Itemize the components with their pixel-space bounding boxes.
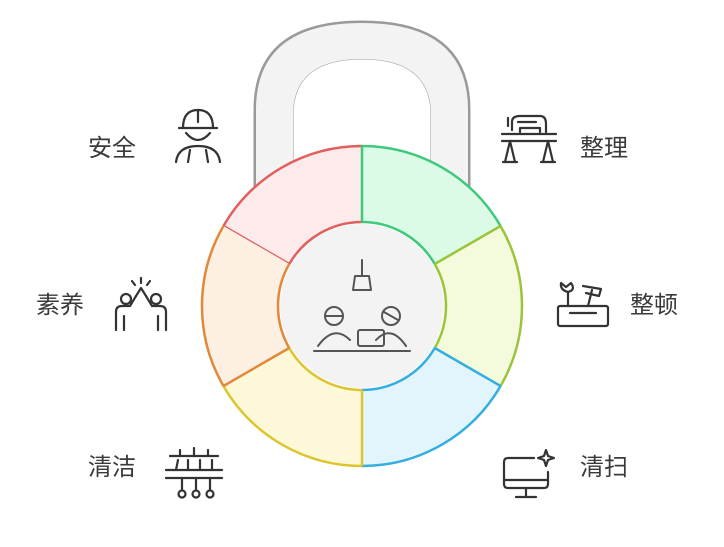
- ring-divider-qingsao: [434, 346, 502, 388]
- ring-inner-arc-suyang: [276, 263, 291, 349]
- ring-divider-suyang: [222, 346, 290, 388]
- label-zhengdun: 整顿: [630, 291, 678, 319]
- label-qingjie: 清洁: [88, 453, 136, 481]
- padlock-ring: [200, 144, 524, 468]
- ring-divider-zhengdun: [434, 224, 502, 266]
- ring-segment-qingjie: [223, 348, 362, 466]
- ring-inner-arc-zhengli: [361, 220, 436, 265]
- padlock-shackle: [253, 20, 471, 205]
- ring-segment-zhengli: [362, 146, 501, 264]
- high-five-icon: [114, 276, 168, 332]
- ring-outer-arc-anquan: [222, 144, 363, 227]
- ring-divider-anquan: [222, 224, 290, 266]
- team-meeting-icon: [313, 259, 411, 352]
- ring-segment-qingsao: [362, 348, 501, 466]
- ring-outer-arc-zhengli: [361, 144, 502, 227]
- toolbox-icon: [556, 281, 610, 328]
- sewing-machine-table-icon: [500, 114, 558, 164]
- cleaning-rack-icon: [164, 446, 224, 499]
- monitor-sparkle-icon: [502, 448, 556, 499]
- label-anquan: 安全: [88, 134, 136, 162]
- ring-outer-arc-qingsao: [361, 385, 502, 468]
- ring-outer-arc-zhengdun: [499, 225, 524, 387]
- ring-inner-arc-anquan: [288, 220, 363, 265]
- ring-inner-arc-zhengdun: [433, 263, 448, 349]
- ring-inner-arc-qingjie: [288, 347, 363, 392]
- padlock-shackle-fill: [256, 23, 468, 200]
- label-suyang: 素养: [36, 291, 84, 319]
- worker-helmet-icon: [174, 108, 222, 164]
- ring-inner-arc-qingsao: [361, 347, 436, 392]
- ring-outer-arc-suyang: [200, 225, 225, 387]
- label-qingsao: 清扫: [580, 453, 628, 481]
- ring-outer-arc-qingjie: [222, 385, 363, 468]
- center-disc: [280, 224, 444, 388]
- ring-segment-anquan: [223, 146, 362, 264]
- label-zhengli: 整理: [580, 134, 628, 162]
- ring-segment-suyang: [202, 226, 290, 386]
- ring-segment-zhengdun: [434, 226, 522, 386]
